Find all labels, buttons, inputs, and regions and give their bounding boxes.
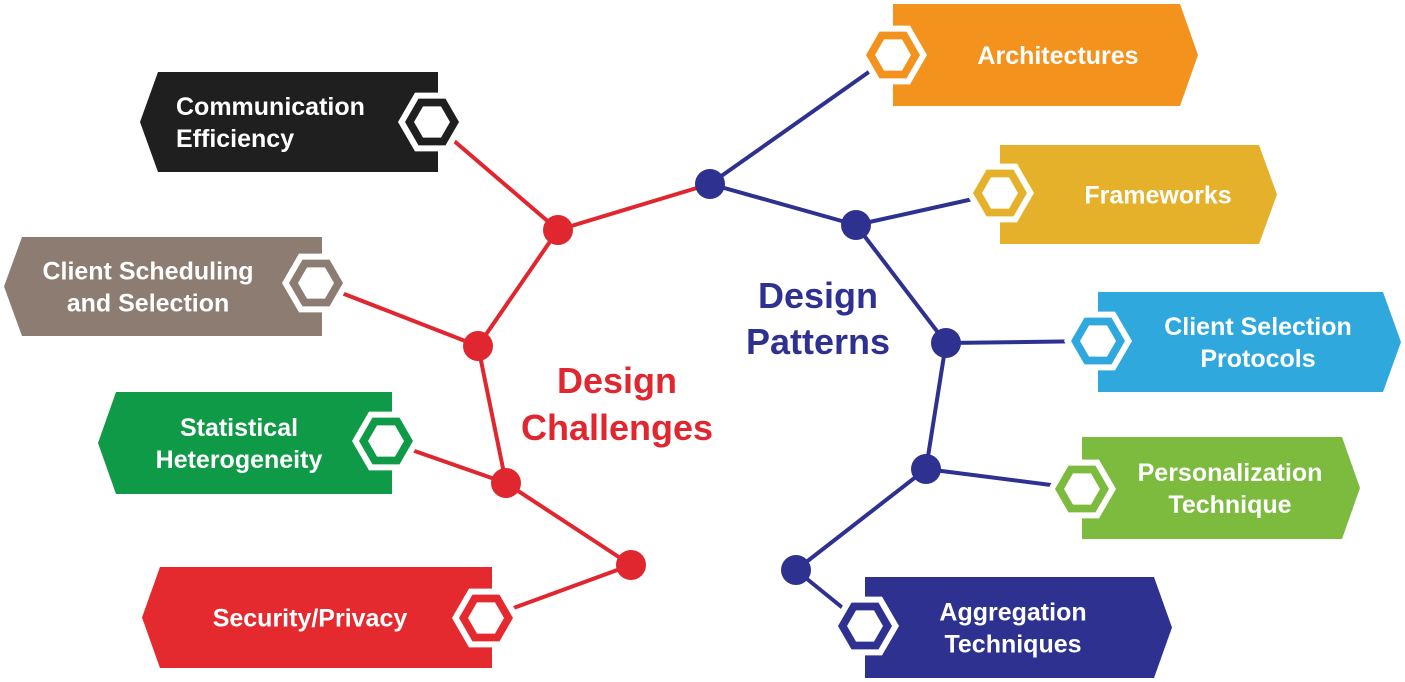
pattern-box-shape — [865, 577, 1172, 678]
junction-nodes — [463, 169, 961, 585]
hexagon-icon — [1064, 473, 1100, 505]
challenge-node — [616, 550, 646, 580]
design-patterns-title-line2: Patterns — [746, 321, 890, 362]
pattern-node — [695, 169, 725, 199]
hexagon-icon — [468, 602, 504, 634]
pattern-connector — [709, 182, 857, 227]
box-label-line: Protocols — [1200, 345, 1315, 373]
challenge-connector — [476, 345, 508, 484]
hexagon-icon — [1080, 325, 1116, 357]
hexagon-icon — [982, 177, 1018, 209]
pattern-box-shape — [893, 4, 1198, 106]
box-label-line: Technique — [1168, 491, 1291, 519]
design-challenges-title-line1: Design — [557, 360, 677, 401]
challenge-connector — [557, 182, 711, 232]
hexagon-icon — [368, 425, 404, 457]
pattern-connector — [794, 467, 928, 572]
box-label-line: Security/Privacy — [213, 605, 408, 633]
hexagon-icon — [875, 39, 911, 71]
pattern-connector — [708, 53, 895, 186]
challenge-connector — [476, 228, 560, 348]
challenge-box-shape — [140, 72, 438, 172]
challenge-box-shape — [142, 567, 492, 668]
challenge-node — [491, 468, 521, 498]
hexagon-icon — [414, 106, 450, 138]
pattern-box: Architectures — [859, 4, 1198, 106]
challenge-box-shape — [4, 237, 322, 336]
box-label-line: Aggregation — [939, 599, 1086, 627]
hexagon-icon — [298, 267, 334, 299]
challenge-box: Client Scheduling and Selection — [4, 237, 350, 336]
box-label-line: Efficiency — [176, 125, 294, 153]
pattern-box-shape — [1098, 292, 1401, 392]
pattern-node — [911, 454, 941, 484]
challenge-box-shape — [98, 392, 392, 494]
design-patterns-title-line1: Design — [758, 275, 878, 316]
pattern-node — [931, 328, 961, 358]
pattern-node — [781, 555, 811, 585]
design-challenges-title-line2: Challenges — [521, 407, 713, 448]
box-label-line: Techniques — [944, 631, 1081, 659]
hexagon-icon — [847, 610, 883, 642]
pattern-connector — [924, 342, 948, 470]
box-label-line: Heterogeneity — [156, 446, 323, 474]
pattern-box-shape — [1082, 437, 1360, 539]
box-label-line: Personalization — [1138, 459, 1323, 487]
challenge-box: Security/Privacy — [142, 567, 520, 668]
box-label-line: Frameworks — [1084, 182, 1231, 210]
box-label-line: Architectures — [977, 42, 1138, 70]
pattern-node — [841, 210, 871, 240]
box-label-line: Statistical — [180, 414, 298, 442]
box-label-line: Client Scheduling — [42, 258, 253, 286]
challenge-connector — [504, 481, 633, 567]
challenge-node — [463, 331, 493, 361]
pattern-box-shape — [1000, 145, 1277, 244]
box-label-line: Communication — [176, 93, 365, 121]
pattern-box: Frameworks — [966, 145, 1277, 244]
box-label-line: Client Selection — [1164, 313, 1352, 341]
box-label-line: and Selection — [67, 290, 230, 318]
challenge-node — [543, 215, 573, 245]
pattern-connector — [854, 223, 948, 345]
